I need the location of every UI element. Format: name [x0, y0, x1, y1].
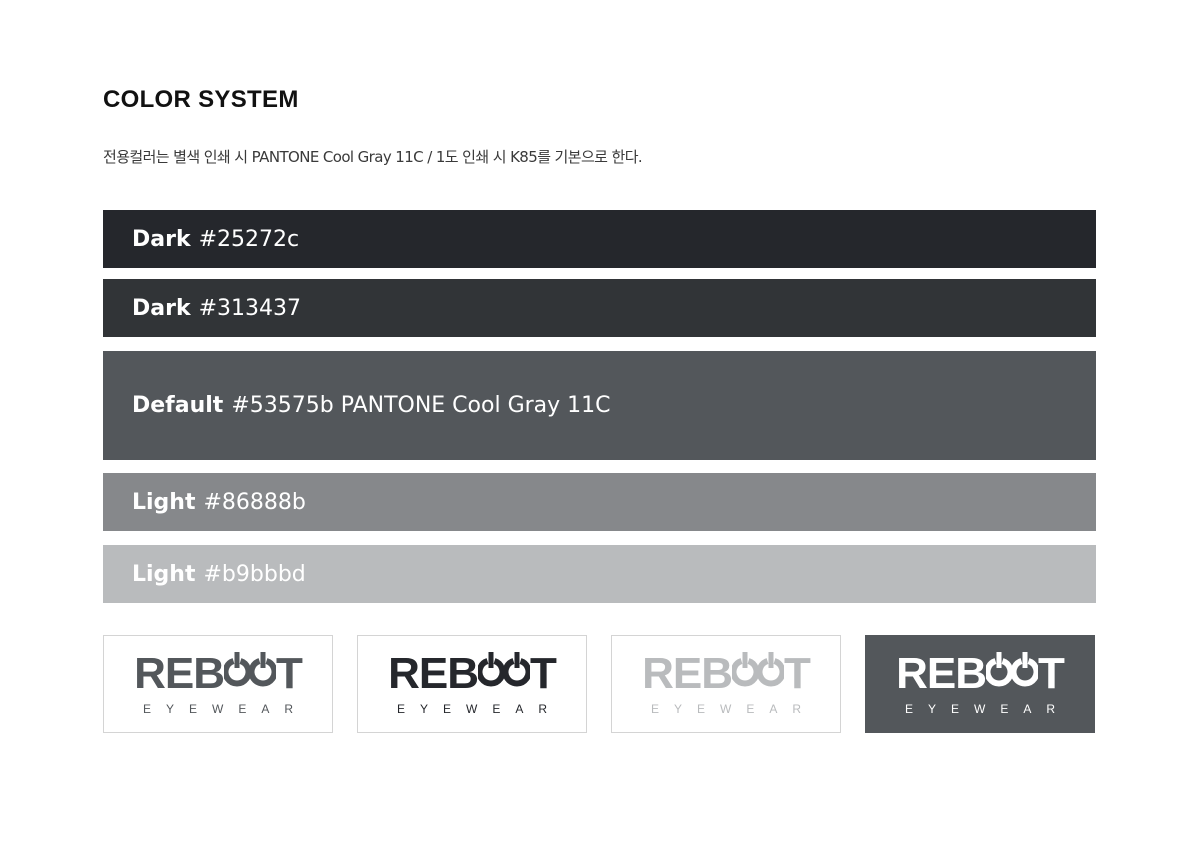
reboot-logo: REB T [134, 649, 303, 698]
logo-word-end: T [1038, 649, 1065, 698]
reboot-logo: REB T [642, 649, 811, 698]
swatch-name: Default [132, 393, 224, 418]
swatch-name: Light [132, 561, 196, 587]
swatch-code: #b9bbbd [203, 561, 306, 587]
logo-word-end: T [784, 649, 811, 698]
logo-word-end: T [276, 649, 303, 698]
swatch-code: #25272c [198, 226, 300, 252]
reboot-logo: REB T [388, 649, 557, 698]
swatch-light-2: Light #b9bbbd [103, 545, 1096, 603]
logo-subtitle: EYEWEAR [904, 702, 1070, 716]
swatch-name: Light [132, 489, 196, 515]
logo-word-start: REB [388, 649, 479, 698]
logo-variant-reversed: REB T EYEWEAR [865, 635, 1095, 733]
swatch-code: #313437 [198, 295, 302, 321]
logo-word-end: T [530, 649, 557, 698]
swatch-code: #86888b [203, 489, 306, 515]
color-system-description: 전용컬러는 별색 인쇄 시 PANTONE Cool Gray 11C / 1도… [103, 148, 643, 166]
page-title: COLOR SYSTEM [103, 86, 299, 113]
swatch-light-1: Light #86888b [103, 473, 1096, 531]
power-oo-icon [224, 652, 276, 687]
swatch-dark-1: Dark #25272c [103, 210, 1096, 268]
swatch-default: Default #53575b PANTONE Cool Gray 11C [103, 351, 1096, 460]
power-oo-icon [478, 652, 530, 687]
reboot-logo: REB T [896, 649, 1065, 698]
power-oo-icon [732, 652, 784, 687]
logo-word-start: REB [134, 649, 225, 698]
logo-subtitle: EYEWEAR [650, 702, 816, 716]
logo-subtitle: EYEWEAR [142, 702, 308, 716]
logo-variant-dark: REB T EYEWEAR [357, 635, 587, 733]
swatch-name: Dark [132, 295, 191, 321]
swatch-name: Dark [132, 226, 191, 252]
logo-variant-gray: REB T EYEWEAR [103, 635, 333, 733]
logo-subtitle: EYEWEAR [396, 702, 562, 716]
swatch-code: #53575b PANTONE Cool Gray 11C [231, 393, 611, 418]
swatch-dark-2: Dark #313437 [103, 279, 1096, 337]
logo-word-start: REB [896, 649, 987, 698]
logo-word-start: REB [642, 649, 733, 698]
power-oo-icon [986, 652, 1038, 687]
logo-variant-light: REB T EYEWEAR [611, 635, 841, 733]
